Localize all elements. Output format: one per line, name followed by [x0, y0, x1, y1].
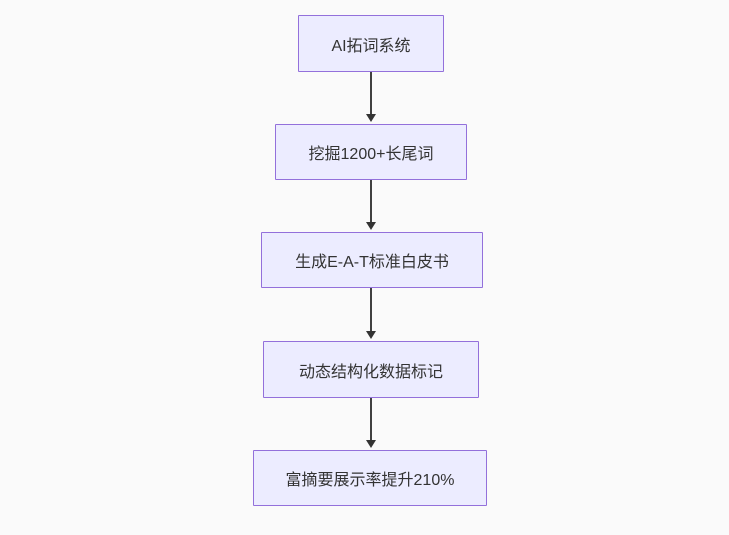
arrow-line — [370, 180, 372, 222]
edge-arrow-d-to-e — [366, 398, 376, 448]
node-label: 动态结构化数据标记 — [298, 363, 443, 381]
node-label: 生成E-A-T标准白皮书 — [295, 254, 449, 271]
arrowhead-icon — [366, 331, 376, 339]
flowchart-node-longtail-keywords: 挖掘1200+长尾词 — [275, 124, 467, 180]
flowchart-node-structured-data-markup: 动态结构化数据标记 — [263, 341, 479, 398]
edge-arrow-c-to-d — [366, 288, 376, 339]
edge-arrow-b-to-c — [366, 180, 376, 230]
node-label: AI拓词系统 — [331, 37, 411, 55]
flowchart-node-ai-expansion-system: AI拓词系统 — [298, 15, 444, 72]
node-label: 富摘要展示率提升210% — [285, 472, 455, 489]
flowchart-node-eat-whitepaper: 生成E-A-T标准白皮书 — [261, 232, 483, 288]
arrow-line — [370, 288, 372, 331]
edge-arrow-a-to-b — [366, 72, 376, 122]
flowchart-node-rich-snippet-rate: 富摘要展示率提升210% — [253, 450, 487, 506]
node-label: 挖掘1200+长尾词 — [308, 146, 434, 163]
arrowhead-icon — [366, 222, 376, 230]
arrow-line — [370, 72, 372, 114]
arrow-line — [370, 398, 372, 440]
arrowhead-icon — [366, 440, 376, 448]
arrowhead-icon — [366, 114, 376, 122]
